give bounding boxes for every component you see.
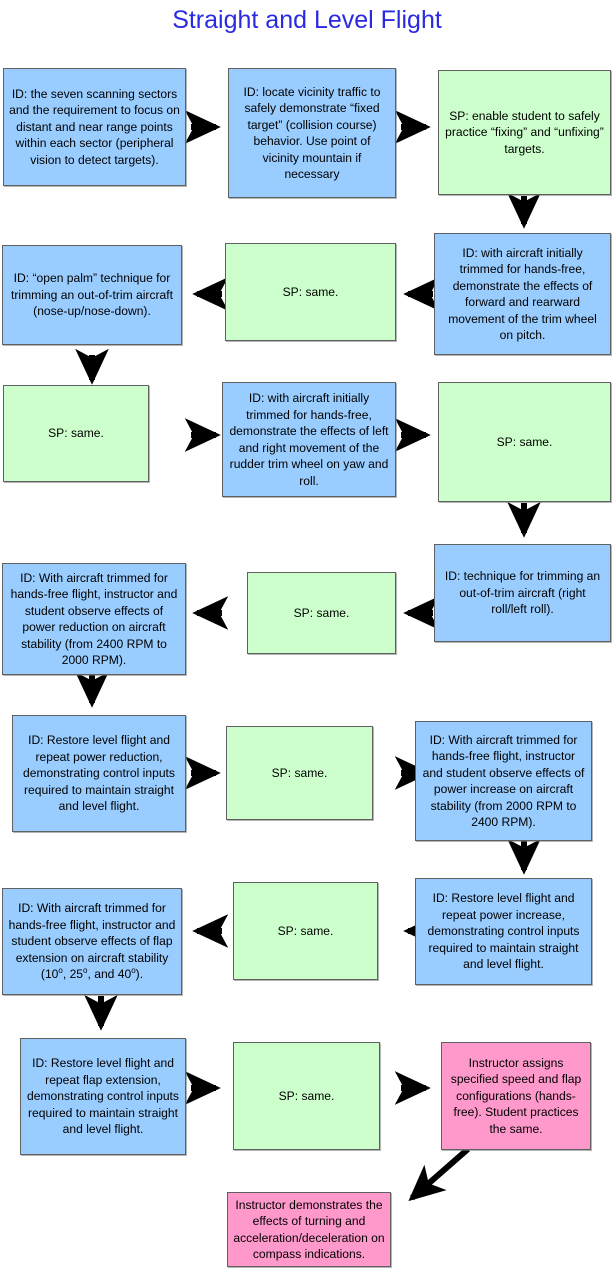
node-text: ID: “open palm” technique for trimming a… (11, 271, 173, 319)
node-text: SP: enable student to safely practice “f… (445, 108, 604, 156)
node-text: ID: the seven scanning sectors and the r… (9, 86, 180, 167)
node-text: ID: technique for trimming an out-of-tri… (444, 569, 601, 617)
degree-symbol: o (83, 966, 88, 976)
node-id-restore-after-flap-extension[interactable]: ID: Restore level flight and repeat flap… (20, 1038, 186, 1155)
node-text: ID: with aircraft initially trimmed for … (229, 391, 389, 488)
node-sp-practice-fixing[interactable]: SP: enable student to safely practice “f… (438, 70, 611, 195)
node-id-flap-extension-observe[interactable]: ID: With aircraft trimmed for hands-free… (2, 888, 182, 995)
node-id-restore-after-power-reduction[interactable]: ID: Restore level flight and repeat powe… (12, 715, 186, 832)
node-id-rudder-trim-wheel[interactable]: ID: with aircraft initially trimmed for … (222, 382, 396, 497)
node-text: Instructor demonstrates the effects of t… (233, 1197, 385, 1262)
node-text: SP: same. (277, 923, 334, 938)
degree-symbol: o (131, 966, 136, 976)
node-id-power-increase-observe[interactable]: ID: With aircraft trimmed for hands-free… (415, 721, 592, 841)
node-text: ID: Restore level flight and repeat powe… (427, 891, 580, 972)
node-id-scanning-sectors[interactable]: ID: the seven scanning sectors and the r… (3, 68, 186, 186)
node-text-part: , and 40 (87, 967, 132, 982)
node-text-part: ID: With aircraft trimmed for hands-free… (8, 901, 176, 982)
node-id-power-reduction-observe[interactable]: ID: With aircraft trimmed for hands-free… (2, 563, 186, 675)
node-text: SP: same. (271, 765, 328, 780)
node-sp-same-2[interactable]: SP: same. (3, 385, 149, 482)
node-text: ID: locate vicinity traffic to safely de… (243, 84, 381, 182)
node-text: ID: With aircraft trimmed for hands-free… (10, 570, 178, 668)
node-text: SP: same. (293, 605, 350, 620)
node-id-open-palm[interactable]: ID: “open palm” technique for trimming a… (2, 245, 182, 345)
node-sp-same-4[interactable]: SP: same. (247, 572, 396, 654)
degree-symbol: o (58, 966, 63, 976)
node-text-part: ). (135, 967, 144, 982)
node-text-part: , 25 (62, 967, 84, 982)
node-id-vicinity-traffic[interactable]: ID: locate vicinity traffic to safely de… (228, 68, 396, 198)
node-text: ID: With aircraft trimmed for hands-free… (422, 732, 585, 830)
node-text: SP: same. (496, 434, 553, 449)
node-text: SP: same. (48, 426, 104, 441)
node-text: ID: With aircraft trimmed for hands-free… (8, 900, 176, 983)
page-title: Straight and Level Flight (172, 6, 442, 34)
node-text: ID: Restore level flight and repeat powe… (23, 733, 175, 814)
arrow-n21-to-n22 (408, 1146, 470, 1202)
node-sp-same-7[interactable]: SP: same. (233, 1042, 380, 1150)
node-text: SP: same. (278, 1088, 335, 1103)
node-sp-same-6[interactable]: SP: same. (233, 882, 378, 980)
node-text: ID: with aircraft initially trimmed for … (448, 245, 597, 343)
node-text: SP: same. (282, 284, 339, 299)
node-text: Instructor assigns specified speed and f… (450, 1055, 582, 1136)
node-sp-same-1[interactable]: SP: same. (225, 243, 396, 341)
node-sp-same-5[interactable]: SP: same. (226, 726, 373, 820)
node-id-trim-wheel-pitch[interactable]: ID: with aircraft initially trimmed for … (434, 233, 611, 355)
node-text: ID: Restore level flight and repeat flap… (27, 1056, 179, 1137)
node-instructor-assigns-speed-flap[interactable]: Instructor assigns specified speed and f… (441, 1042, 591, 1150)
node-instructor-demonstrates-compass[interactable]: Instructor demonstrates the effects of t… (227, 1192, 391, 1267)
node-id-restore-after-power-increase[interactable]: ID: Restore level flight and repeat powe… (415, 878, 592, 985)
node-sp-same-3[interactable]: SP: same. (438, 382, 611, 502)
node-id-trim-out-of-trim-roll[interactable]: ID: technique for trimming an out-of-tri… (434, 544, 611, 642)
